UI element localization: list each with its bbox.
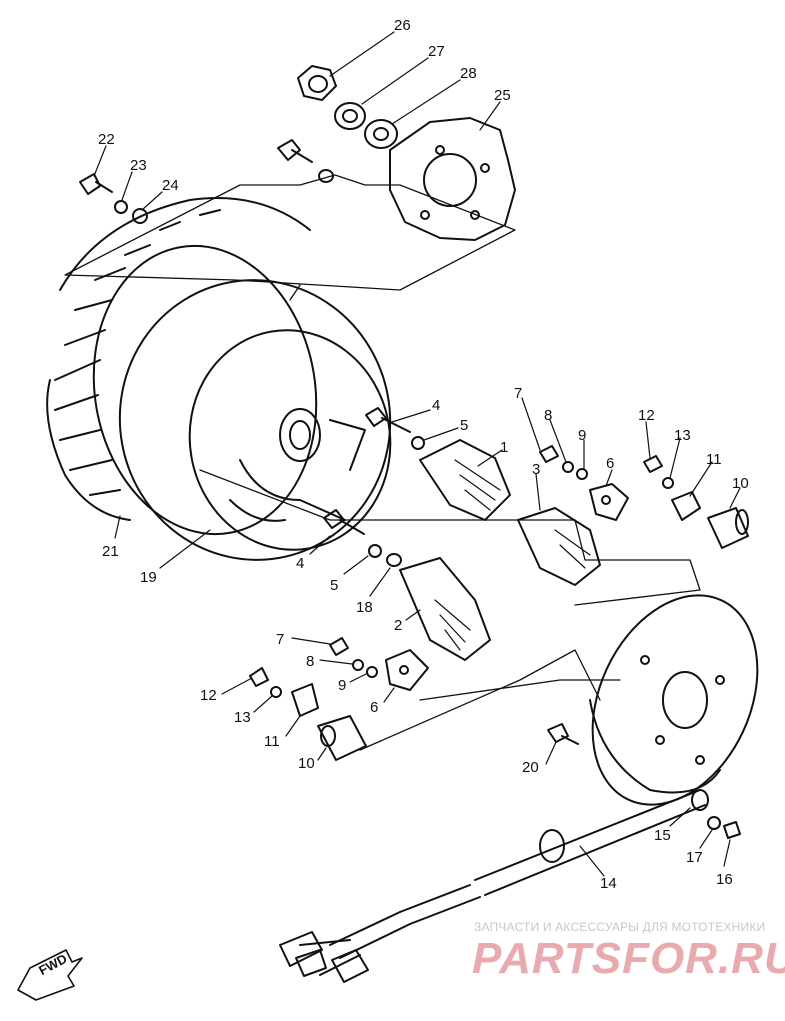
label-11-upper: 11 bbox=[706, 451, 722, 468]
coil-1 bbox=[419, 439, 511, 521]
label-11-lower: 11 bbox=[264, 733, 280, 750]
label-2: 2 bbox=[394, 617, 402, 634]
label-14: 14 bbox=[600, 875, 617, 892]
bracket-11-lower bbox=[291, 683, 319, 717]
screw-22 bbox=[79, 173, 113, 195]
label-20: 20 bbox=[522, 759, 539, 776]
stator-base-plate bbox=[589, 594, 759, 806]
screw-12-lower bbox=[249, 667, 269, 687]
washer-13-upper bbox=[662, 477, 674, 489]
label-8-upper: 8 bbox=[544, 407, 552, 424]
screw-7-upper bbox=[539, 445, 559, 463]
watermark-tagline: ЗАПЧАСТИ И АКСЕССУАРЫ ДЛЯ МОТОТЕХНИКИ bbox=[474, 920, 766, 934]
coil-2 bbox=[399, 557, 491, 661]
assembly-guide-lines bbox=[64, 174, 701, 751]
bracket-11-upper bbox=[671, 491, 701, 521]
washer-9-lower bbox=[366, 666, 378, 678]
cam-plate-25 bbox=[389, 117, 516, 241]
label-3: 3 bbox=[532, 461, 540, 478]
flywheel-21 bbox=[46, 197, 392, 561]
leader-lines bbox=[93, 31, 741, 877]
fwd-arrow bbox=[17, 949, 83, 1001]
label-15: 15 bbox=[654, 827, 671, 844]
label-7-lower: 7 bbox=[276, 631, 284, 648]
watermark-brand: PARTSFOR.RU bbox=[472, 934, 785, 983]
label-6-upper: 6 bbox=[606, 455, 614, 472]
condenser-10-upper bbox=[707, 507, 749, 549]
label-19: 19 bbox=[140, 569, 157, 586]
screw-4-upper bbox=[365, 407, 411, 433]
label-7-upper: 7 bbox=[514, 385, 522, 402]
lead-wire-14 bbox=[279, 789, 706, 983]
contact-6-lower bbox=[385, 649, 429, 691]
label-21: 21 bbox=[102, 543, 119, 560]
label-28: 28 bbox=[460, 65, 477, 82]
label-10-lower: 10 bbox=[298, 755, 315, 772]
label-22: 22 bbox=[98, 131, 115, 148]
washer-8-lower bbox=[352, 659, 364, 671]
coil-3 bbox=[517, 507, 601, 586]
condenser-10-lower bbox=[317, 715, 367, 761]
washer-5-lower bbox=[368, 544, 382, 558]
label-4-upper: 4 bbox=[432, 397, 440, 414]
label-25: 25 bbox=[494, 87, 511, 104]
screw-12-upper bbox=[643, 455, 663, 473]
washer-5-upper bbox=[411, 436, 425, 450]
washer-27 bbox=[334, 102, 366, 130]
label-8-lower: 8 bbox=[306, 653, 314, 670]
rotor-19 bbox=[188, 329, 392, 551]
part-labels: 26 27 28 25 22 23 24 4 5 1 7 8 9 6 12 13… bbox=[98, 17, 749, 892]
label-26: 26 bbox=[394, 17, 411, 34]
label-13-lower: 13 bbox=[234, 709, 251, 726]
label-24: 24 bbox=[162, 177, 179, 194]
washer-8-upper bbox=[562, 461, 574, 473]
washer-17 bbox=[707, 816, 721, 830]
label-27: 27 bbox=[428, 43, 445, 60]
screw-7-lower bbox=[329, 637, 349, 656]
label-6-lower: 6 bbox=[370, 699, 378, 716]
label-17: 17 bbox=[686, 849, 703, 866]
washer-24 bbox=[132, 208, 148, 224]
label-1: 1 bbox=[500, 439, 508, 456]
label-18: 18 bbox=[356, 599, 373, 616]
washer-9-upper bbox=[576, 468, 588, 480]
clip-18 bbox=[386, 553, 402, 567]
washer-13-lower bbox=[270, 686, 282, 698]
nut-26 bbox=[297, 65, 337, 101]
label-4-lower: 4 bbox=[296, 555, 304, 572]
label-12-lower: 12 bbox=[200, 687, 217, 704]
screw-16 bbox=[723, 821, 741, 839]
label-13-upper: 13 bbox=[674, 427, 691, 444]
contact-6-upper bbox=[589, 483, 629, 521]
washer-28 bbox=[364, 119, 398, 149]
label-5-upper: 5 bbox=[460, 417, 468, 434]
washer-23 bbox=[114, 200, 128, 214]
screw-4-lower bbox=[323, 509, 365, 535]
label-23: 23 bbox=[130, 157, 147, 174]
label-12-upper: 12 bbox=[638, 407, 655, 424]
label-9-lower: 9 bbox=[338, 677, 346, 694]
label-16: 16 bbox=[716, 871, 733, 888]
label-9-upper: 9 bbox=[578, 427, 586, 444]
screw-top bbox=[277, 139, 334, 183]
label-10-upper: 10 bbox=[732, 475, 749, 492]
label-5-lower: 5 bbox=[330, 577, 338, 594]
screw-20 bbox=[547, 723, 579, 745]
